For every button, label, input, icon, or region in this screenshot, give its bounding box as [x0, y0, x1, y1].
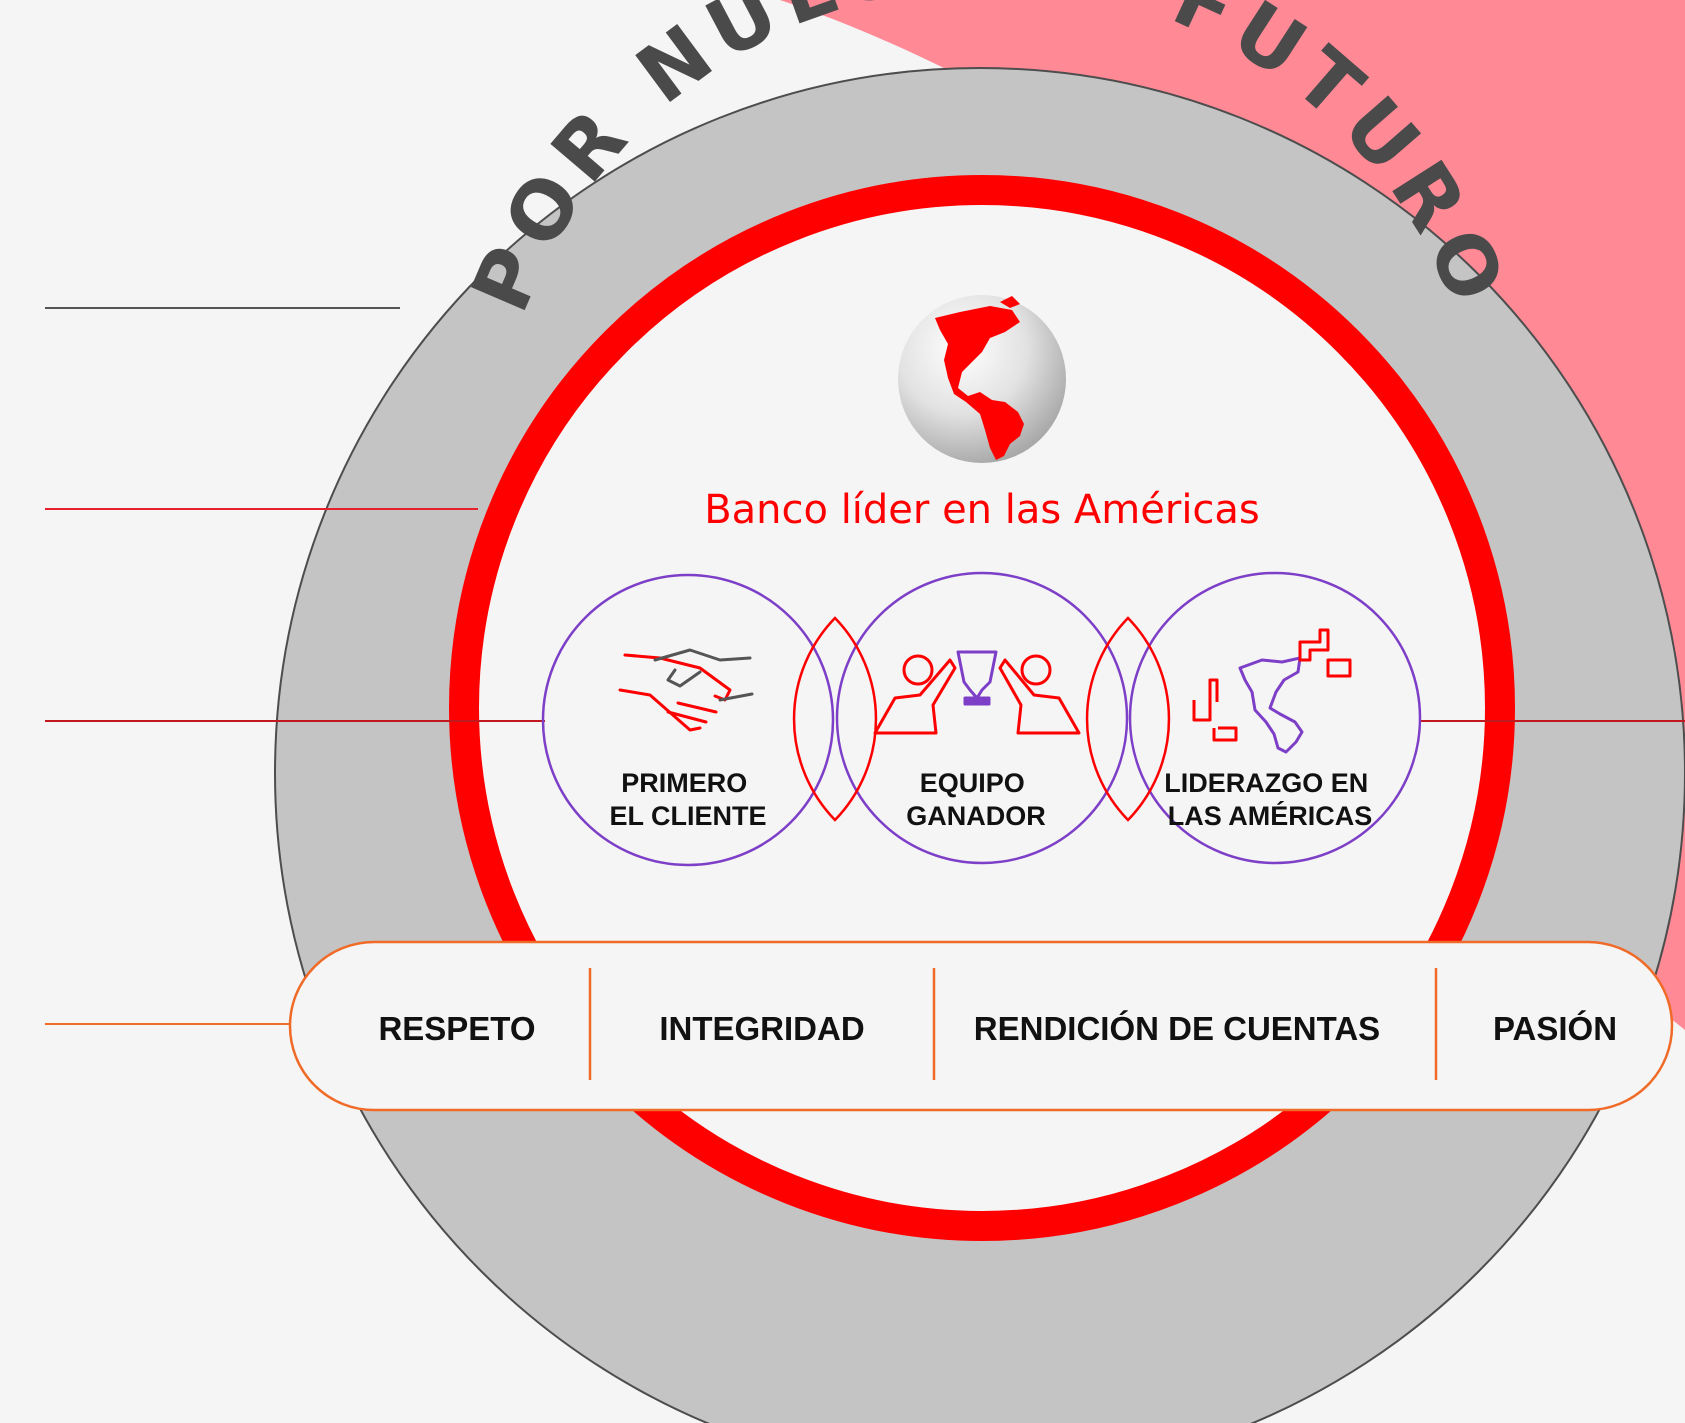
overlap-lens-1 [792, 616, 878, 822]
handshake-icon [618, 648, 754, 732]
pillar-label-1: PRIMERO EL CLIENTE [609, 768, 766, 831]
pillar-circle-2 [835, 571, 1129, 865]
value-label-pasion: PASIÓN [1493, 1010, 1617, 1047]
team-trophy-icon [873, 650, 1081, 735]
americas-globe-icon [898, 295, 1066, 463]
values-bar [288, 940, 1674, 1112]
pillar-label-2: EQUIPO GANADOR [906, 768, 1046, 831]
value-label-rendicion: RENDICIÓN DE CUENTAS [974, 1010, 1380, 1047]
pillar-label-3: LIDERAZGO EN LAS AMÉRICAS [1164, 768, 1376, 831]
americas-map-hands-icon [1192, 628, 1352, 754]
value-label-integridad: INTEGRIDAD [659, 1010, 864, 1047]
pillar-circle-1 [541, 573, 835, 867]
pillar-circle-3 [1128, 571, 1422, 865]
value-label-respeto: RESPETO [378, 1010, 535, 1047]
vision-statement: Banco líder en las Américas [704, 487, 1260, 533]
overlap-lens-2 [1085, 616, 1171, 822]
